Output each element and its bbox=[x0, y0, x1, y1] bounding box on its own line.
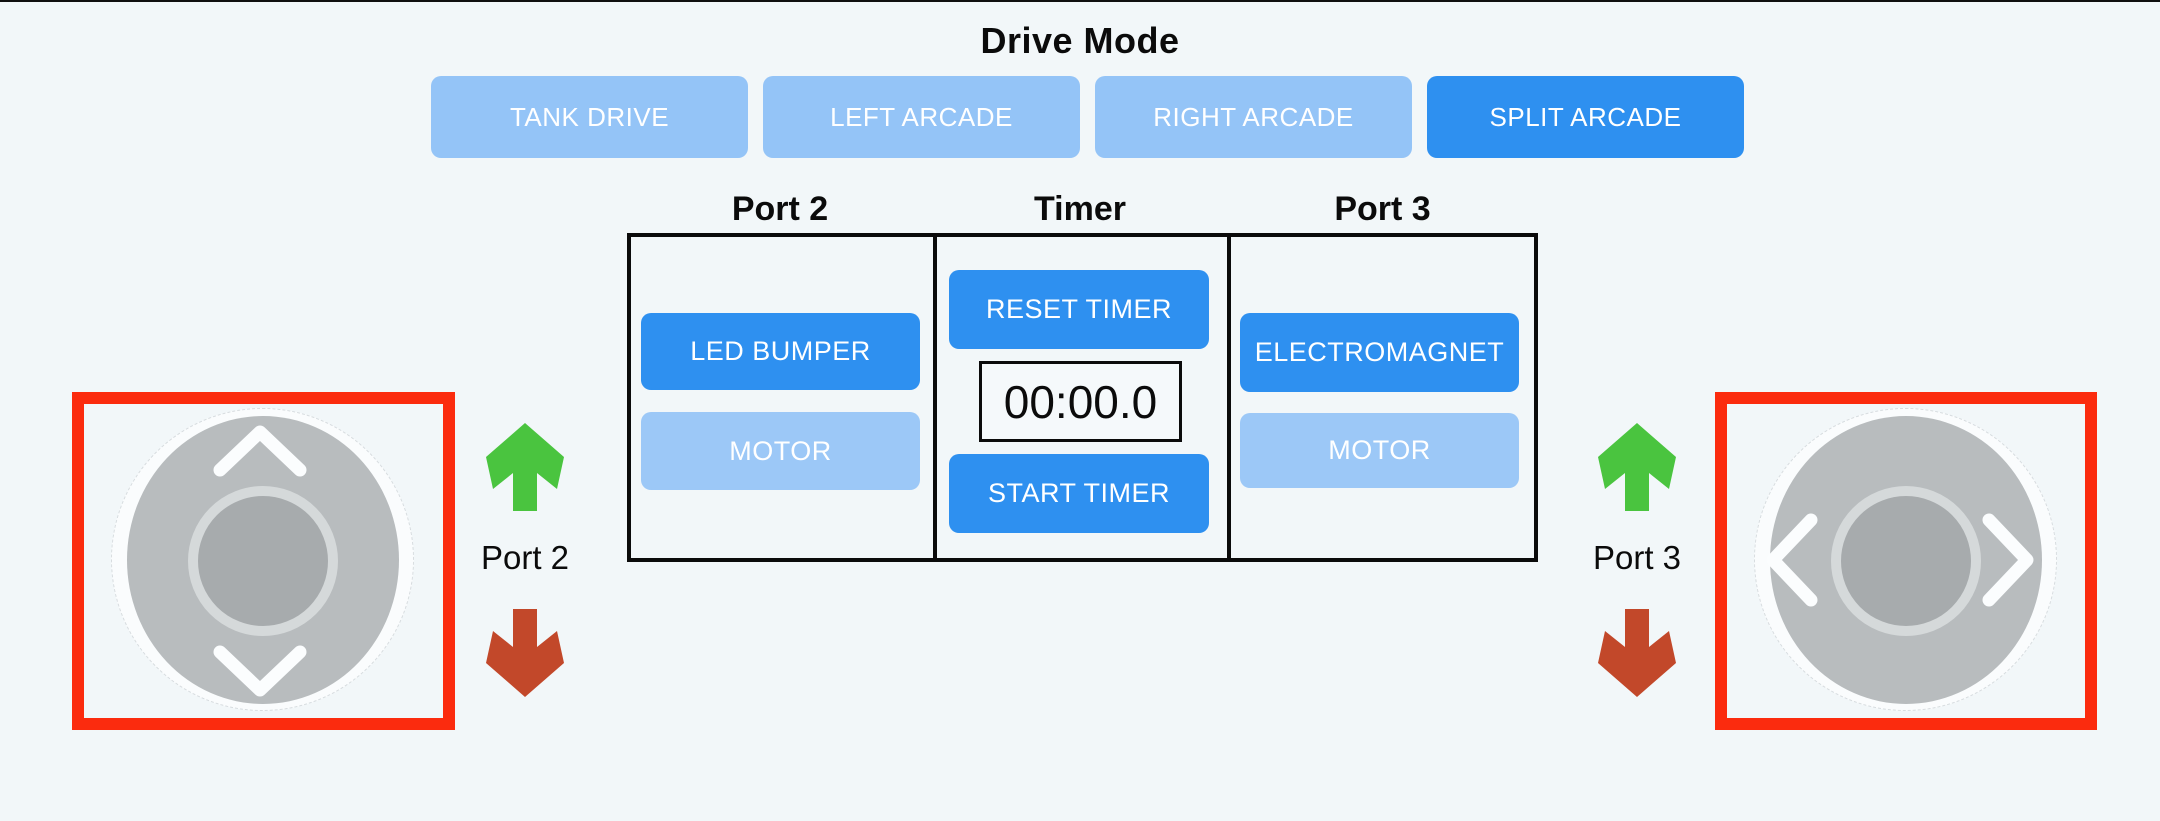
split-arcade-button[interactable]: SPLIT ARCADE bbox=[1427, 76, 1744, 158]
port3-motor-button[interactable]: MOTOR bbox=[1240, 413, 1519, 488]
top-border-line bbox=[0, 0, 2160, 2]
drive-mode-button-group: TANK DRIVE LEFT ARCADE RIGHT ARCADE SPLI… bbox=[431, 76, 1744, 158]
green-up-arrow-icon bbox=[1598, 423, 1676, 511]
led-bumper-button[interactable]: LED BUMPER bbox=[641, 313, 920, 390]
port2-motor-button[interactable]: MOTOR bbox=[641, 412, 920, 490]
timer-display: 00:00.0 bbox=[979, 361, 1182, 442]
table-divider-left bbox=[933, 237, 937, 558]
red-down-arrow-icon bbox=[486, 609, 564, 697]
right-joystick-touch-zone[interactable] bbox=[1715, 392, 2097, 730]
control-panel-table bbox=[627, 233, 1538, 562]
left-joystick-knob[interactable] bbox=[188, 486, 338, 636]
chevron-down-icon bbox=[213, 645, 307, 697]
right-joystick-knob[interactable] bbox=[1831, 486, 1981, 636]
table-divider-right bbox=[1227, 237, 1231, 558]
tank-drive-button[interactable]: TANK DRIVE bbox=[431, 76, 748, 158]
chevron-right-icon bbox=[1982, 513, 2034, 607]
right-arcade-button[interactable]: RIGHT ARCADE bbox=[1095, 76, 1412, 158]
port2-joystick-label: Port 2 bbox=[480, 539, 570, 576]
drive-mode-title: Drive Mode bbox=[980, 20, 1180, 61]
port3-column-header: Port 3 bbox=[1334, 190, 1431, 228]
reset-timer-button[interactable]: RESET TIMER bbox=[949, 270, 1209, 349]
left-joystick-touch-zone[interactable] bbox=[72, 392, 455, 730]
left-arcade-button[interactable]: LEFT ARCADE bbox=[763, 76, 1080, 158]
chevron-left-icon bbox=[1766, 513, 1818, 607]
chevron-up-icon bbox=[213, 425, 307, 477]
electromagnet-button[interactable]: ELECTROMAGNET bbox=[1240, 313, 1519, 392]
port3-joystick-label: Port 3 bbox=[1592, 539, 1682, 576]
red-down-arrow-icon bbox=[1598, 609, 1676, 697]
green-up-arrow-icon bbox=[486, 423, 564, 511]
start-timer-button[interactable]: START TIMER bbox=[949, 454, 1209, 533]
port2-column-header: Port 2 bbox=[731, 190, 829, 228]
timer-column-header: Timer bbox=[1034, 190, 1126, 228]
